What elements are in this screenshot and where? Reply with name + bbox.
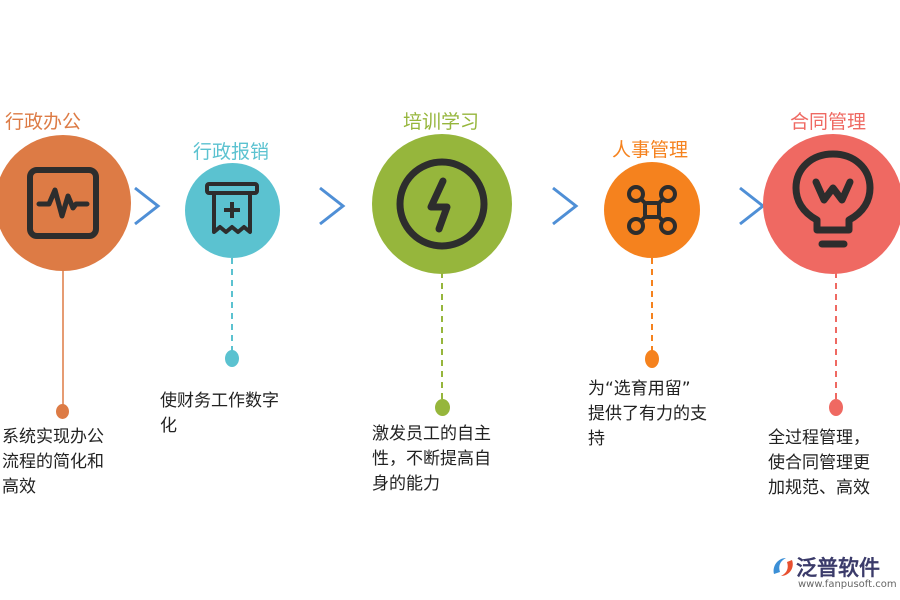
- network-nodes-icon: [627, 185, 677, 235]
- step-4-description-line-2: 提供了有力的支: [588, 404, 707, 424]
- step-2-description-line-1: 使财务工作数字: [160, 391, 279, 411]
- lightbulb-icon: [792, 150, 874, 248]
- chevron-arrow-4: [739, 186, 766, 226]
- step-4-circle: [604, 162, 700, 258]
- chevron-arrow-1: [134, 186, 161, 226]
- step-4-description-line-1: 为“选育用留”: [588, 379, 691, 399]
- step-3-description-line-2: 性，不断提高自: [372, 449, 491, 469]
- logo-url: www.fanpusoft.com: [798, 579, 897, 590]
- step-3-description-line-3: 身的能力: [372, 474, 440, 494]
- step-3-description-line-1: 激发员工的自主: [372, 424, 491, 444]
- step-1-description-line-3: 高效: [2, 477, 36, 497]
- step-1-dot: [56, 404, 69, 419]
- chevron-arrow-3: [552, 186, 579, 226]
- step-1-description-line-2: 流程的简化和: [2, 452, 104, 472]
- step-4-description: 为“选育用留” 提供了有力的支 持: [588, 377, 738, 452]
- step-1-title: 行政办公: [5, 111, 82, 133]
- step-4-title: 人事管理: [612, 139, 689, 161]
- step-5-description: 全过程管理， 使合同管理更 加规范、高效: [768, 426, 900, 501]
- step-5-title: 合同管理: [790, 111, 867, 133]
- step-2-description: 使财务工作数字 化: [160, 389, 310, 439]
- step-3-title: 培训学习: [403, 111, 480, 133]
- pulse-monitor-icon: [27, 167, 99, 239]
- step-1-description-line-1: 系统实现办公: [2, 427, 104, 447]
- step-3-description: 激发员工的自主 性，不断提高自 身的能力: [372, 422, 522, 497]
- step-5-description-line-2: 使合同管理更: [768, 453, 870, 473]
- step-2-title: 行政报销: [193, 141, 270, 163]
- step-5-description-line-1: 全过程管理，: [768, 428, 870, 448]
- step-1-description: 系统实现办公 流程的简化和 高效: [2, 425, 132, 500]
- receipt-icon: [205, 182, 259, 234]
- step-2-dot: [225, 350, 239, 367]
- step-5-dot: [829, 399, 843, 416]
- step-3-dot: [435, 399, 450, 416]
- step-2-description-line-2: 化: [160, 416, 177, 436]
- logo-name: 泛普软件: [796, 556, 880, 580]
- brand-logo: 泛普软件 www.fanpusoft.com: [770, 552, 897, 594]
- step-4-description-line-3: 持: [588, 429, 605, 449]
- step-5-description-line-3: 加规范、高效: [768, 478, 870, 498]
- chevron-arrow-2: [319, 186, 346, 226]
- lightning-icon: [396, 158, 488, 250]
- fanpu-logo-icon: [773, 558, 793, 576]
- step-4-dot: [645, 350, 659, 368]
